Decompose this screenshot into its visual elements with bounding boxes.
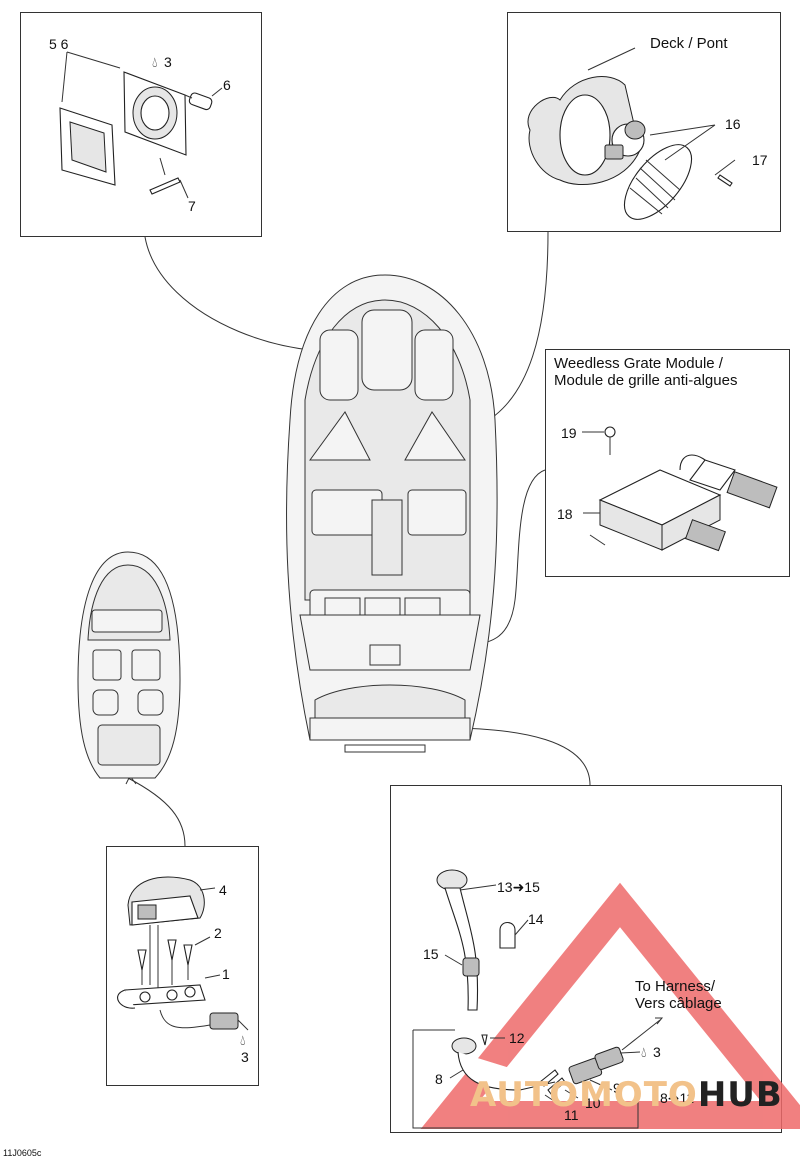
harness-label-line1: To Harness/ [635,978,716,995]
boat-main [286,274,498,753]
callout-13-15: 13➜15 [497,879,540,895]
horn-assembly [527,47,736,220]
callout-19: 19 [561,425,577,441]
callout-9: 9 [613,1080,621,1096]
callout-8-11: 8➜11 [660,1090,695,1106]
watermark-text: AUTOMOTOHUB [470,1075,783,1115]
callout-1: 1 [222,966,230,982]
callout-7: 7 [188,198,196,214]
boat-small [77,551,181,779]
callout-4: 4 [219,882,227,898]
harness-label-line2: Vers câblage [635,995,722,1012]
callout-8: 8 [435,1071,443,1087]
weedless-title-line1: Weedless Grate Module / [554,355,723,372]
callout-11: 11 [564,1107,579,1123]
oil-icon-courtesy: 💧︎ [240,1032,246,1048]
oil-icon: 💧︎ [152,54,158,70]
callout-14: 14 [528,911,544,927]
callout-15: 15 [423,946,439,962]
panel-weedless-grate [545,349,790,577]
oil-icon-stern: 💧︎ [641,1044,647,1060]
callout-10: 10 [585,1095,601,1111]
stern-light-assembly [412,869,664,1129]
callout-3-courtesy: 3 [241,1049,249,1065]
callout-17: 17 [752,152,768,168]
callout-16: 16 [725,116,741,132]
watermark-logo [420,882,800,1129]
vent-cover-assembly [59,51,223,199]
courtesy-light-assembly [117,876,249,1031]
callout-3-top: 3 [164,54,172,70]
label-deck: Deck / Pont [650,35,728,52]
callout-6: 6 [223,77,231,93]
leader-horn [479,231,549,426]
callout-12: 12 [509,1030,525,1046]
weedless-module [582,426,778,552]
callout-18: 18 [557,506,573,522]
leader-courtesy [127,777,186,847]
callout-2: 2 [214,925,222,941]
figure-code: 11J0605c [3,1148,42,1158]
weedless-title-line2: Module de grille anti-algues [554,372,738,389]
callout-3-stern: 3 [653,1044,661,1060]
callout-5-6: 5 6 [49,36,69,52]
